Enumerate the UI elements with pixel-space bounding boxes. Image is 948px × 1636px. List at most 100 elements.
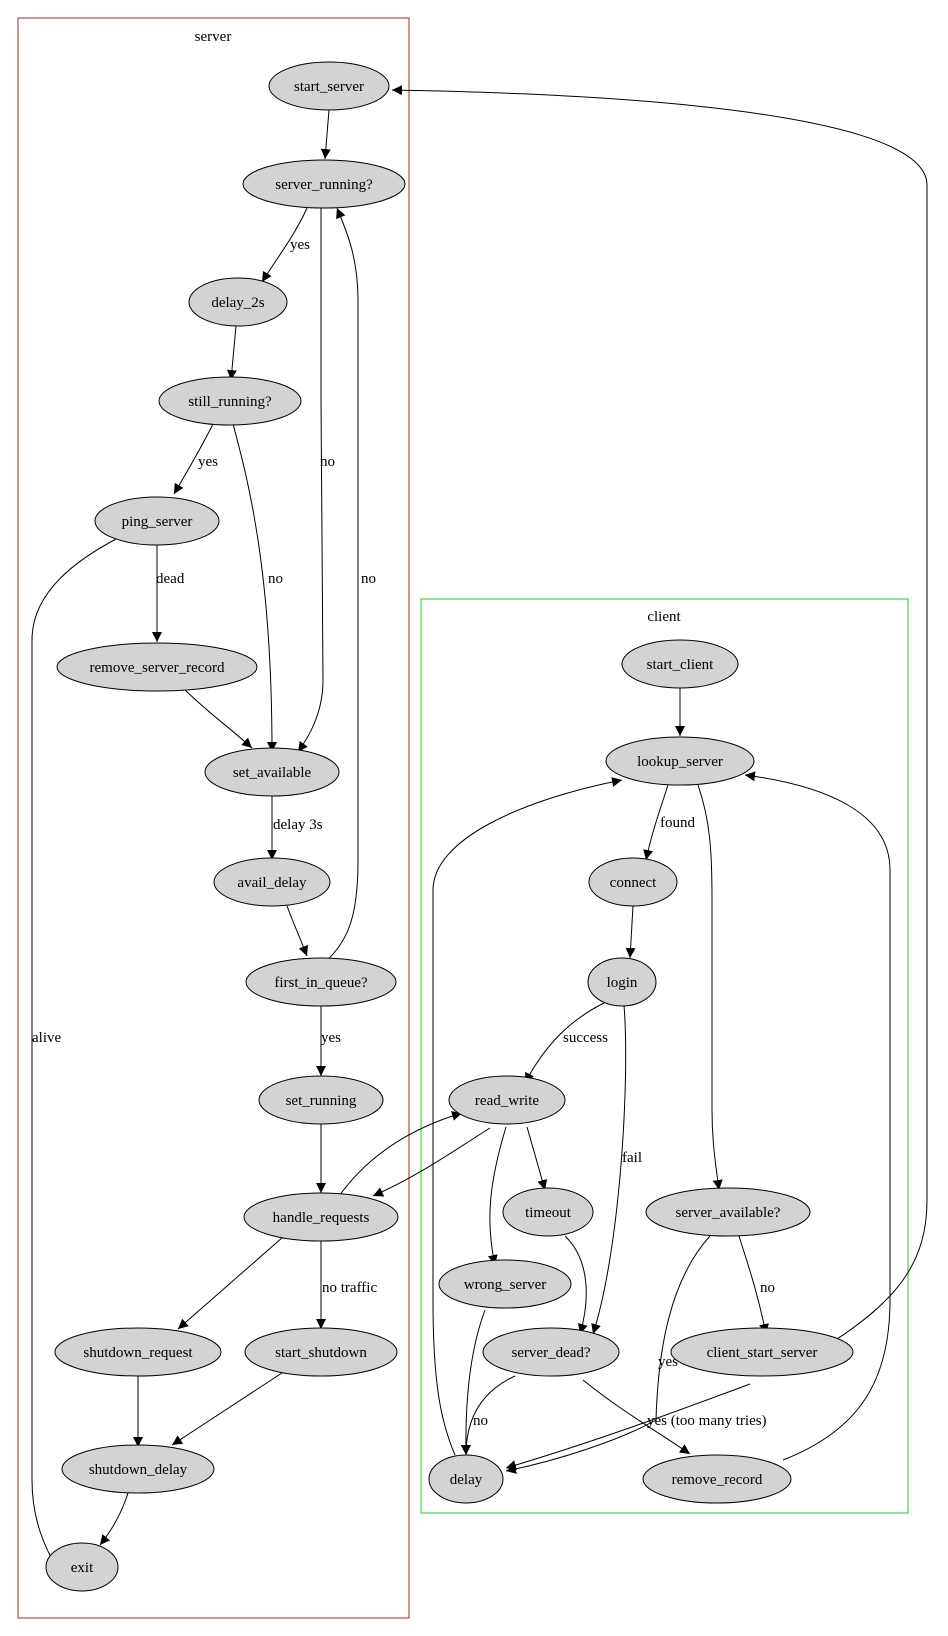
node-start_client: start_client [621,639,739,689]
edge-delay-lookup_server [432,777,623,1456]
client-cluster-label: client [647,609,681,625]
edge-label-dead-yes: yes (too many tries) [647,1413,767,1429]
edge-server_available-client_start_server [738,1235,769,1335]
edge-handle_requests-shutdown_request [177,1236,284,1330]
edge-delay_2s-still_running [226,325,237,381]
svg-text:set_available: set_available [233,765,312,781]
edge-read_write-handle_requests [372,1127,491,1197]
edge-server_running-delay_2s [261,207,308,283]
edge-remove_record-lookup_server [744,771,891,1461]
node-connect: connect [588,857,678,907]
edge-wrong_server-delay [460,1309,486,1456]
svg-text:start_server: start_server [294,79,364,95]
svg-text:set_running: set_running [286,1093,357,1109]
node-login: login [587,957,657,1007]
node-set_available: set_available [204,747,340,797]
node-start_shutdown: start_shutdown [244,1327,398,1377]
edge-still_running-ping_server [173,423,214,495]
svg-text:client_start_server: client_start_server [707,1345,818,1361]
edge-label-no-traffic: no traffic [322,1280,377,1296]
edge-avail_delay-first_in_queue [286,905,309,957]
edge-start_server-server_running [320,109,331,160]
edge-handle_requests-read_write [338,1111,463,1197]
svg-text:delay_2s: delay_2s [211,295,264,311]
edge-label-avail-no: no [760,1280,775,1296]
edge-remove_server_record-set_available [182,687,253,749]
svg-text:login: login [607,975,638,991]
svg-text:first_in_queue?: first_in_queue? [274,975,368,991]
svg-text:shutdown_request: shutdown_request [83,1345,193,1361]
edge-server_running-set_available [297,208,324,753]
edge-lookup_server-connect [643,784,669,861]
edge-timeout-server_dead [564,1235,588,1335]
edge-label-still-no: no [268,571,283,587]
svg-text:server_available?: server_available? [676,1205,781,1221]
svg-text:timeout: timeout [525,1205,572,1221]
svg-text:start_shutdown: start_shutdown [275,1345,367,1361]
svg-text:server_running?: server_running? [275,177,373,193]
edge-label-ping-alive: alive [32,1030,61,1046]
node-ping_server: ping_server [94,496,220,546]
edge-label-first-no: no [361,571,376,587]
edge-label-success: success [563,1030,608,1046]
edge-label-found: found [660,815,695,831]
edge-ping_server-exit [31,537,119,1571]
edge-label-ping-dead: dead [156,571,185,587]
svg-text:avail_delay: avail_delay [237,875,307,891]
edge-label-still-yes: yes [198,454,218,470]
svg-text:lookup_server: lookup_server [637,754,723,770]
svg-text:still_running?: still_running? [188,394,272,410]
client-cluster [420,598,909,1514]
svg-text:read_write: read_write [475,1093,539,1109]
edge-login-server_dead [591,1004,627,1335]
node-shutdown_request: shutdown_request [54,1327,222,1377]
edge-still_running-set_available [232,423,277,753]
svg-text:handle_requests: handle_requests [273,1210,370,1226]
svg-text:server_dead?: server_dead? [511,1345,590,1361]
edge-connect-login [625,905,636,959]
node-handle_requests: handle_requests [243,1192,399,1242]
node-wrong_server: wrong_server [438,1259,572,1309]
edge-server_available-delay [505,1235,711,1474]
edge-client_start_server-start_server [391,85,928,1347]
edge-label-fail: fail [622,1150,642,1166]
edge-client_start_server-delay [505,1383,751,1470]
node-first_in_queue: first_in_queue? [245,957,397,1007]
node-start_server: start_server [268,61,390,111]
svg-text:remove_server_record: remove_server_record [90,660,225,676]
edge-label-first-yes: yes [321,1030,341,1046]
edge-login-read_write [524,1002,605,1084]
edge-server_dead-remove_record [582,1379,691,1455]
edge-lookup_server-server_available [697,784,723,1191]
node-delay: delay [428,1454,504,1504]
svg-text:start_client: start_client [647,657,714,673]
edge-first_in_queue-server_running [324,207,359,963]
node-exit: exit [45,1542,119,1592]
svg-text:connect: connect [610,875,657,891]
edge-shutdown_delay-exit [99,1492,129,1546]
server-cluster [17,17,410,1619]
node-still_running: still_running? [158,376,302,426]
node-timeout: timeout [502,1187,594,1237]
edge-label-dead-no: no [473,1413,488,1429]
node-remove_server_record: remove_server_record [56,642,258,692]
svg-text:exit: exit [71,1560,94,1576]
edge-server_dead-delay [461,1375,516,1456]
svg-text:delay: delay [450,1472,483,1488]
server-cluster-label: server [195,29,232,45]
node-client_start_server: client_start_server [670,1327,854,1377]
node-lookup_server: lookup_server [605,736,755,786]
edge-label-running-no: no [320,454,335,470]
node-server_dead: server_dead? [482,1327,620,1377]
edge-read_write-timeout [526,1126,548,1191]
node-read_write: read_write [448,1075,566,1125]
node-delay_2s: delay_2s [188,277,288,327]
node-remove_record: remove_record [642,1454,792,1504]
svg-text:remove_record: remove_record [672,1472,763,1488]
svg-text:wrong_server: wrong_server [464,1277,546,1293]
edge-label-delay-3s: delay 3s [273,817,323,833]
node-set_running: set_running [258,1075,384,1125]
edge-start_shutdown-shutdown_delay [171,1370,286,1446]
node-server_running: server_running? [242,159,406,209]
